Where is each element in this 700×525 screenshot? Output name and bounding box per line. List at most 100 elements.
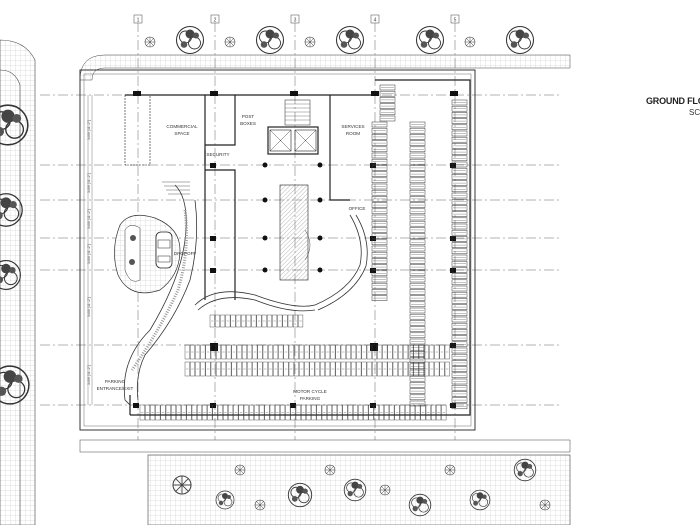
parking-stall [330,361,336,377]
parking-stall [451,118,468,124]
parking-stall [278,361,284,377]
parking-stall [409,369,426,376]
parking-stall [409,276,426,283]
bottom-sidewalk [79,439,571,525]
parking-stall [251,314,257,328]
parking-stall [368,404,374,421]
motorcycle-parking [139,314,450,421]
grid-label-2: 2 [214,18,217,24]
dropoff-zone [114,214,181,294]
parking-stall [451,112,468,118]
parking-stall [205,344,211,360]
grid-label-5: 5 [454,18,457,24]
parking-stall [371,245,388,252]
parking-stall [398,344,403,360]
parking-stall [451,372,468,379]
parking-stall [409,301,426,308]
parking-stall [409,307,426,314]
parking-stall [451,310,468,317]
parking-stall [200,361,206,377]
parking-stall [321,404,327,421]
parking-stall [451,217,468,224]
parking-stall [226,361,232,377]
parking-stall [235,314,241,328]
parking-stall [267,314,272,328]
parking-stall [379,404,384,421]
parking-stall [288,344,294,360]
parking-stall [294,344,299,360]
parking-stall [236,361,242,377]
parking-stall [320,361,325,377]
parking-stall [408,344,414,360]
parking-stall [252,361,258,377]
entrance-label: PARKING [105,379,126,384]
parking-stall [371,127,388,134]
parking-stall [451,341,468,348]
parking-stall [409,394,426,401]
parking-stall [275,404,280,421]
parking-stall [241,361,247,377]
parking-stall [221,344,227,360]
parking-stall [382,361,388,377]
parking-stall [371,233,388,239]
parking-stall [409,326,426,332]
parking-stall [195,344,201,360]
grid-label-4: 4 [374,18,377,24]
parking-stall [191,404,197,421]
parking-stall [451,223,468,230]
parking-stall [409,127,426,134]
parking-stall [288,361,294,377]
parking-stall [409,313,426,320]
parking-stall [186,404,192,421]
parking-stall [451,186,468,193]
parking-stall [371,189,388,196]
parking-stall [409,264,426,270]
parking-stall [196,404,202,421]
parking-stall [311,404,317,421]
parking-stall [371,202,388,208]
parking-stall [356,361,362,377]
post-boxes-label-line2: BOXES [240,121,256,126]
parking-stall [409,146,426,153]
parking-stall [409,239,426,246]
parking-stall [429,344,435,360]
parking-stall [181,404,187,421]
parking-stall [299,361,305,377]
parking-stall [413,361,419,377]
parking-stall [418,361,424,377]
parking-stall [252,344,258,360]
parking-stall [254,404,260,421]
parking-stall [451,236,468,242]
parking-stall [409,202,426,208]
parking-stall [332,404,338,421]
parking-stall [287,314,293,328]
parking-stall [409,400,426,407]
parking-stall [451,353,468,360]
parking-stall [451,180,468,186]
parking-stall [431,404,436,421]
parking-stall [439,344,445,360]
parking-stall [230,314,236,328]
parking-stall [409,227,426,233]
parking-stall [377,361,383,377]
parking-stall [409,177,426,184]
parking-stall [451,136,468,143]
parking-stall [233,404,239,421]
parking-stall [409,320,426,326]
parking-stall [398,361,403,377]
parking-stall [372,361,377,377]
parking-stall [209,314,215,328]
parking-stall [409,165,426,171]
parking-stall [409,245,426,252]
parking-stall [189,344,195,360]
parking-stall [320,344,325,360]
parking-stall [371,289,388,295]
parking-stall [306,404,312,421]
parking-stall [451,285,468,292]
grid-label-1: 1 [137,18,140,24]
parking-stall [222,404,228,421]
parking-stall [371,258,388,264]
parking-stall [409,344,426,351]
parking-stall [371,227,388,233]
parking-stall [451,248,468,255]
